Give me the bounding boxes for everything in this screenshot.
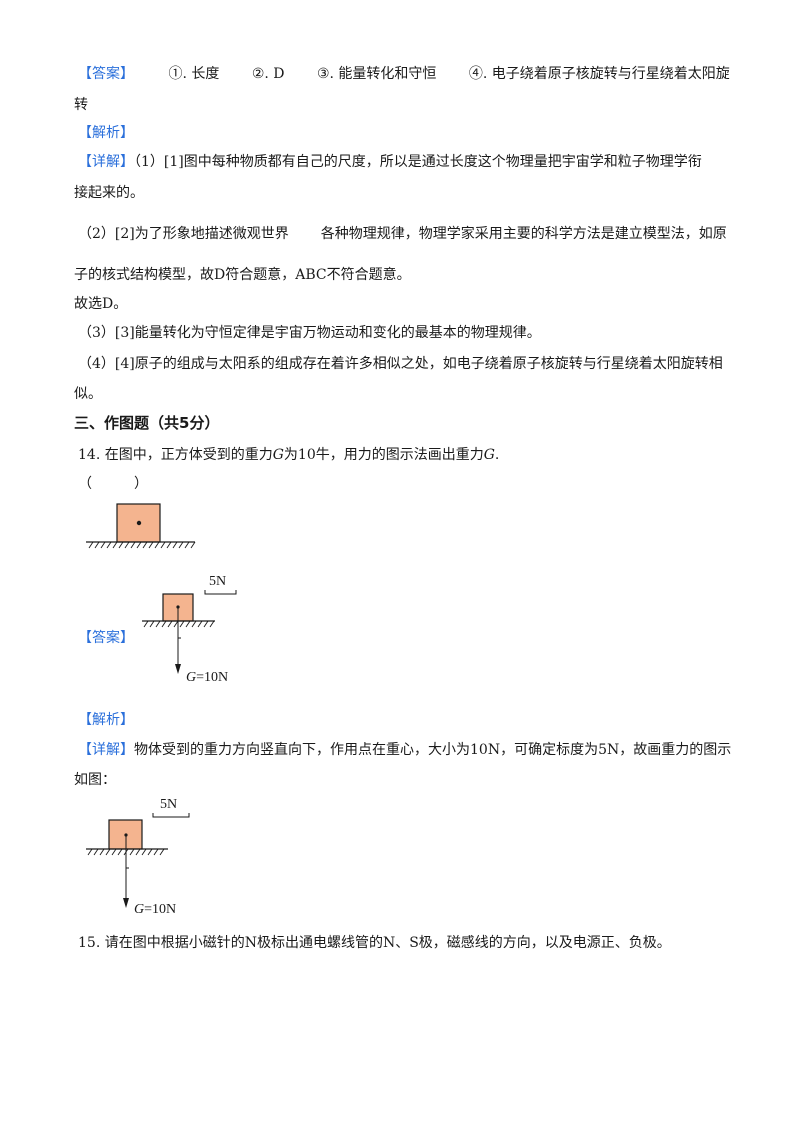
answer-4-cont: 转 [74, 97, 88, 113]
q15-stem: 15. 请在图中根据小磁针的N极标出通电螺线管的N、S极，磁感线的方向，以及电源… [78, 935, 671, 951]
detail-p1-line1: 【详解】（1）[1]图中每种物质都有自己的尺度，所以是通过长度这个物理量把宇宙学… [78, 152, 702, 172]
answer-3: ③. 能量转化和守恒 [316, 66, 437, 82]
q14-stem: 14. 在图中，正方体受到的重力G为10牛，用力的图示法画出重力G. [78, 445, 499, 465]
scale-label: 5N [209, 574, 226, 589]
detail-p2-line2: 子的核式结构模型，故D符合题意，ABC不符合题意。 [74, 267, 411, 283]
q14-detail-line1: 【详解】物体受到的重力方向竖直向下，作用点在重心，大小为10N，可确定标度为5N… [78, 740, 731, 760]
force-label: G=10N [186, 670, 228, 685]
answer-force-diagram: 5N G=10N [142, 574, 237, 685]
section-heading: 三、作图题（共5分） [74, 414, 220, 432]
q14-detail-line2: 如图： [74, 772, 116, 788]
gravity-arrow-head [175, 664, 181, 674]
answer-1: ①. 长度 [168, 66, 220, 82]
q14-symbol-g-2: G [483, 447, 495, 463]
detail-p2-line3: 故选D。 [74, 296, 128, 312]
detail-p4-line2: 似。 [74, 386, 102, 402]
q14-answer-tag: 【答案】 [78, 630, 134, 646]
detail-arrow-head [123, 898, 129, 908]
analysis-tag: 【解析】 [78, 125, 134, 141]
answer-tag: 【答案】 [78, 66, 134, 82]
answer-ground-hatching [143, 620, 215, 628]
answer-4: ④. 电子绕着原子核旋转与行星绕着太阳旋 [468, 66, 730, 82]
q14-stem-end: . [494, 447, 500, 463]
detail-p2-line1: （2）[2]为了形象地描述微观世界 各种物理规律，物理学家采用主要的科学方法是建立… [78, 224, 727, 244]
detail-p3: （3）[3]能量转化为守恒定律是宇宙万物运动和变化的最基本的物理规律。 [78, 325, 541, 341]
detail-force-diagram: 5N G=10N [86, 797, 190, 917]
detail-p2-part-b: 各种物理规律，物理学家采用主要的科学方法是建立模型法，如原 [320, 226, 727, 242]
detail-scale-bar [152, 813, 190, 818]
scale-bar [204, 590, 237, 595]
detail-force-label: G=10N [134, 902, 176, 917]
detail-p4-line1: （4）[4]原子的组成与太阳系的组成存在着许多相似之处，如电子绕着原子核旋转与行… [78, 356, 723, 372]
center-of-gravity-dot [136, 520, 142, 526]
detail-p1-line2: 接起来的。 [74, 185, 144, 201]
q14-stem-b: 为10牛，用力的图示法画出重力 [283, 447, 484, 463]
q14-detail-text: 物体受到的重力方向竖直向下，作用点在重心，大小为10N，可确定标度为5N，故画重… [134, 742, 732, 758]
detail-p2-part-a: （2）[2]为了形象地描述微观世界 [78, 226, 289, 242]
detail-p1-text: （1）[1]图中每种物质都有自己的尺度，所以是通过长度这个物理量把宇宙学和粒子物… [134, 154, 702, 170]
q14-analysis-tag: 【解析】 [78, 712, 134, 728]
answer-2: ②. D [251, 66, 285, 82]
detail-scale-label: 5N [160, 797, 177, 812]
block-on-ground-figure [86, 503, 196, 549]
q14-detail-tag: 【详解】 [78, 742, 134, 758]
detail-tag: 【详解】 [78, 154, 134, 170]
ground-hatching [88, 541, 196, 549]
q14-symbol-g: G [272, 447, 284, 463]
q14-stem-a: 14. 在图中，正方体受到的重力 [78, 447, 273, 463]
detail-ground-hatching [87, 848, 165, 856]
answer-line: 【答案】 ①. 长度 ②. D ③. 能量转化和守恒 ④. 电子绕着原子核旋转与… [78, 64, 730, 84]
q14-blank: （ ） [78, 476, 148, 492]
